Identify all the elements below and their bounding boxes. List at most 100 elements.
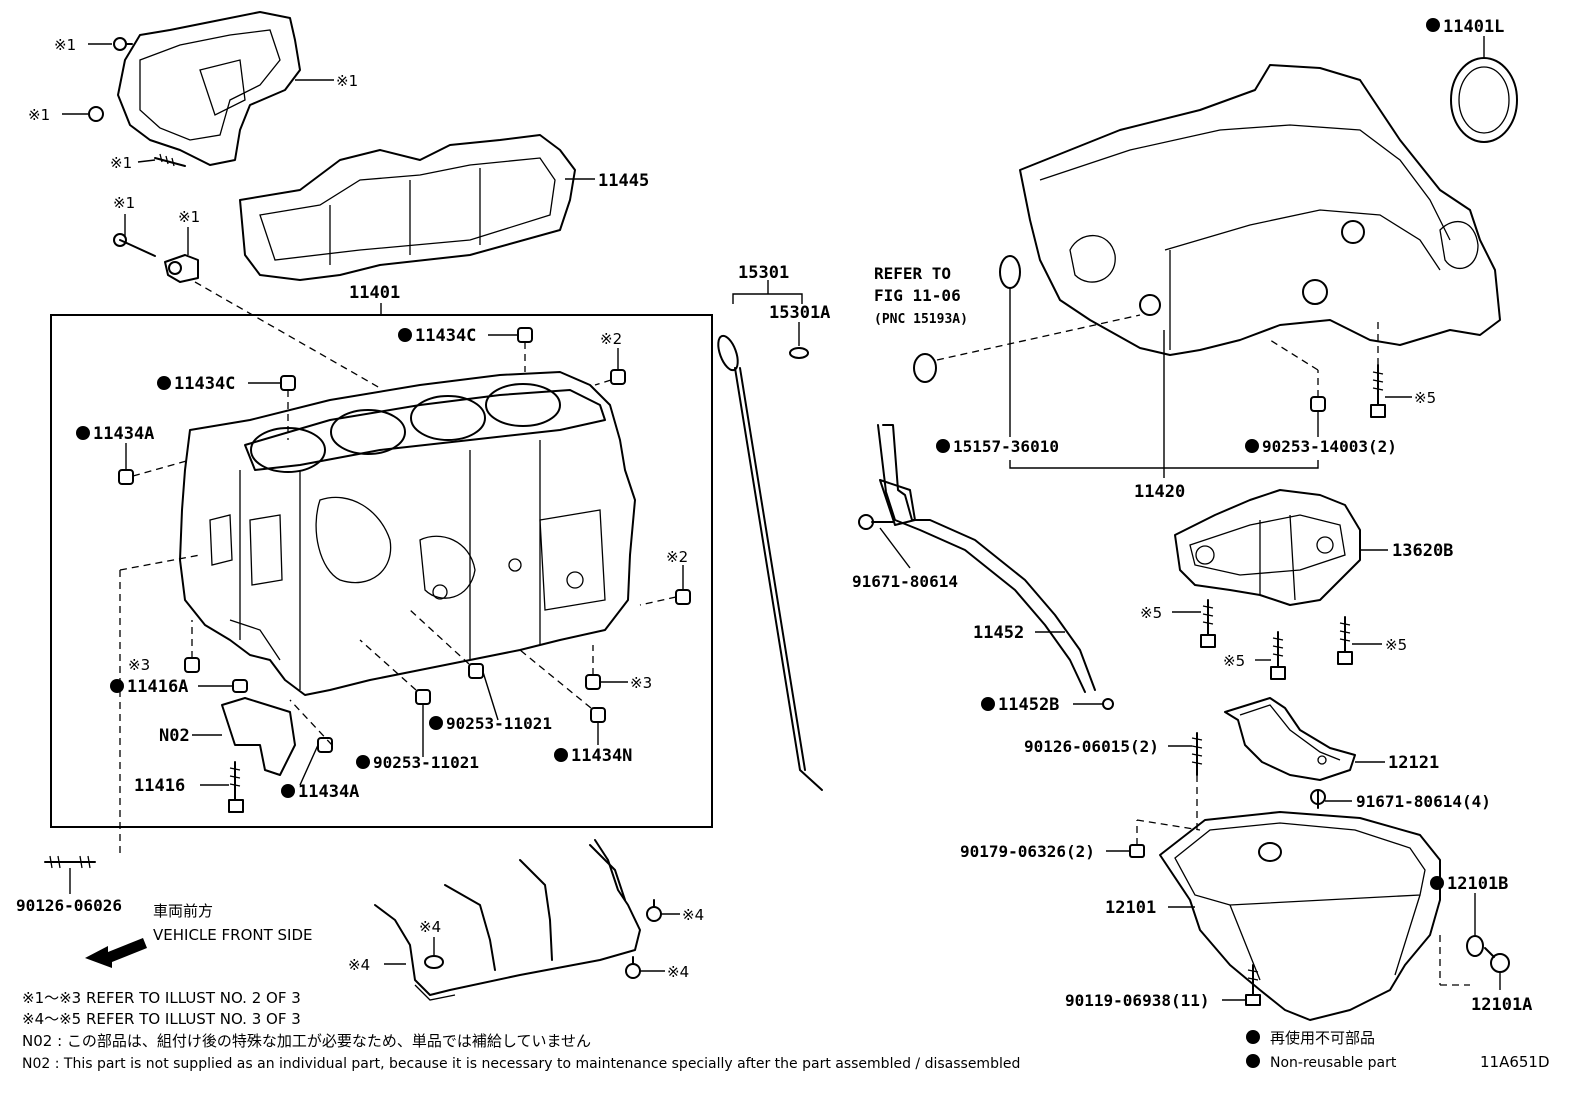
refer-fig-line3: (PNC 15193A): [874, 312, 968, 327]
bolt-ref4-upper: [646, 899, 680, 922]
direction-jp: 車両前方: [153, 902, 213, 920]
refer-fig-line2: FIG 11-06: [874, 286, 961, 305]
o-ring-15157-36010: [999, 255, 1021, 437]
pin-ref2-top: [594, 348, 626, 386]
stud-ref1: [154, 153, 186, 167]
bolt-11416: [200, 761, 244, 813]
label-11434N: 11434N: [571, 746, 632, 766]
legend-en: Non-reusable part: [1270, 1055, 1397, 1071]
front-direction-arrow-icon: [85, 938, 147, 968]
label-11434C-b: 11434C: [174, 374, 235, 394]
ref2-side: ※2: [666, 548, 688, 566]
label-11445: 11445: [598, 171, 649, 191]
label-11434A-b: 11434A: [298, 782, 359, 802]
ref3-left: ※3: [128, 656, 150, 674]
bolt-91671-80614-4: [1310, 789, 1352, 809]
upper-oil-pan: [1019, 64, 1501, 356]
label-12101A: 12101A: [1471, 995, 1532, 1015]
note-2: ※4～※5 REFER TO ILLUST NO. 3 OF 3: [22, 1010, 301, 1028]
ref4-c: ※4: [667, 963, 689, 981]
ref5-left: ※5: [1140, 604, 1162, 622]
nonreusable-mark-11401L: [1426, 18, 1440, 32]
label-13620B: 13620B: [1392, 541, 1453, 561]
dowel-ref3-right: [585, 645, 628, 690]
nonreusable-mark-90253-b: [356, 755, 370, 769]
label-90119-06938: 90119-06938(11): [1065, 991, 1210, 1010]
bolt-ref5-center: [1255, 631, 1286, 680]
dashed-stud-guide-2: [119, 554, 201, 571]
oil-pan-12101: [1159, 811, 1441, 1021]
label-11434A-a: 11434A: [93, 424, 154, 444]
nonreusable-mark-12101B: [1430, 876, 1444, 890]
cylinder-block-insulator: [239, 134, 576, 281]
oil-jet-pipes: [374, 839, 641, 1001]
direction-en: VEHICLE FRONT SIDE: [153, 926, 313, 944]
bracket-ref1: [164, 254, 199, 283]
diagram-id: 11A651D: [1480, 1053, 1550, 1071]
bolt-ref5-right: [1337, 616, 1382, 665]
dowel-11434N: [519, 649, 606, 745]
ref1-d: ※1: [336, 72, 358, 90]
ref4-b: ※4: [682, 906, 704, 924]
label-11452B: 11452B: [998, 695, 1059, 715]
dowel-11434A-left: [118, 443, 191, 485]
label-90126-06026: 90126-06026: [16, 896, 122, 915]
oil-seal-11401L: [1450, 36, 1518, 143]
ref3-right: ※3: [630, 674, 652, 692]
ref1-e: ※1: [113, 194, 135, 212]
label-15301: 15301: [738, 263, 789, 283]
label-11401: 11401: [349, 283, 400, 303]
dowel-11434C-top: [488, 327, 533, 372]
cylinder-block: [179, 371, 636, 696]
nonreusable-mark-11434C-a: [398, 328, 412, 342]
label-90253-11021-b: 90253-11021: [373, 753, 479, 772]
pin-11416A: [198, 679, 248, 693]
label-N02: N02: [159, 726, 190, 746]
dipstick-guide-11452: [877, 424, 1114, 710]
ref4-d: ※4: [348, 956, 370, 974]
nonreusable-mark-11434A-b: [281, 784, 295, 798]
label-12101B: 12101B: [1447, 874, 1508, 894]
label-11434C-a: 11434C: [415, 326, 476, 346]
pin-90253-14003: [1269, 339, 1326, 437]
label-90179-06326: 90179-06326(2): [960, 842, 1095, 861]
oil-level-dipstick: [717, 280, 823, 791]
note-3: N02 : この部品は、組付け後の特殊な加工が必要なため、単品では補給していませ…: [22, 1032, 591, 1050]
label-90253-11021-a: 90253-11021: [446, 714, 552, 733]
label-91671-80614: 91671-80614: [852, 572, 958, 591]
bolt-ref5-top: [1370, 320, 1412, 418]
stud-90126-06015: [1168, 732, 1203, 830]
pin-ref2-side: [639, 565, 691, 606]
leader-ref1-c: [137, 159, 156, 163]
dowel-ref3-left: [184, 620, 200, 673]
nonreusable-mark-11452B: [981, 697, 995, 711]
bolt-ref1-top: [88, 37, 133, 51]
label-15157-36010: 15157-36010: [953, 437, 1059, 456]
nonreusable-mark-11434A-a: [76, 426, 90, 440]
ref1-c: ※1: [110, 154, 132, 172]
nut-ref1: [88, 106, 104, 122]
legend-jp: 再使用不可部品: [1270, 1029, 1375, 1047]
label-11416: 11416: [134, 776, 185, 796]
bolt-90119-06938: [1222, 964, 1261, 1006]
bracket-11420: [1009, 330, 1319, 478]
pin-90253-11021-a: [409, 609, 499, 721]
legend-dot-jp: [1246, 1030, 1260, 1044]
drain-gasket-12101B: [1466, 893, 1484, 957]
nonreusable-mark-11434C-b: [157, 376, 171, 390]
bolt-ref5-left: [1200, 599, 1216, 648]
bolt-ref1-side: [113, 233, 156, 257]
ref1-a: ※1: [54, 36, 76, 54]
nonreusable-mark-11416A: [110, 679, 124, 693]
nonreusable-mark-15157: [936, 439, 950, 453]
ref5-top: ※5: [1414, 389, 1436, 407]
label-15301A: 15301A: [769, 303, 830, 323]
oil-pump-13620B: [1174, 489, 1388, 606]
pin-90253-11021-b: [359, 639, 431, 757]
dowel-11434C-left: [248, 375, 296, 440]
refer-fig-line1: REFER TO: [874, 264, 951, 283]
ref1-f: ※1: [178, 208, 200, 226]
nonreusable-mark-90253-14003: [1245, 439, 1259, 453]
label-90253-14003: 90253-14003(2): [1262, 437, 1397, 456]
